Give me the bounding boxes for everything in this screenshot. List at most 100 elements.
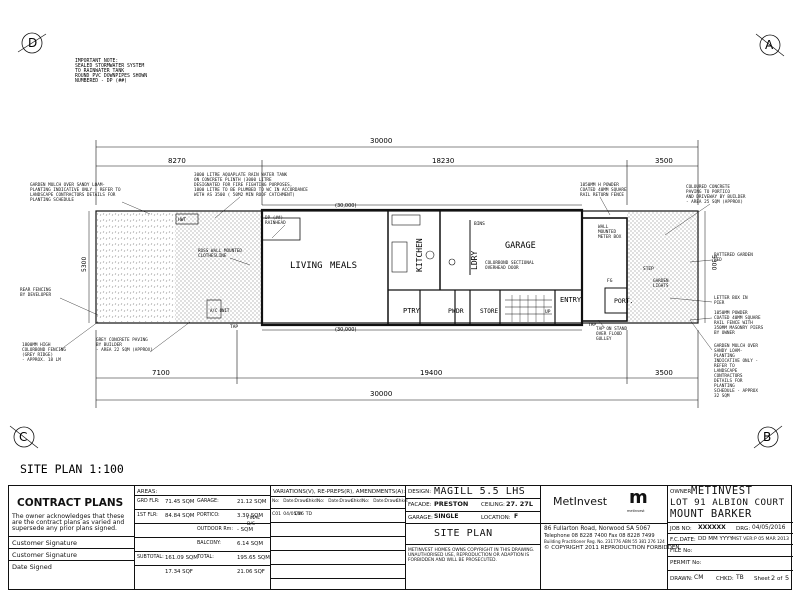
callout-garage-door: COLORBOND SECTIONAL OVERHEAD DOOR [485, 260, 535, 271]
fc-date-label: F.C.DATE: [670, 537, 696, 543]
svg-text:BY BUILDER: BY BUILDER [96, 342, 122, 348]
design-label: DESIGN: [408, 489, 432, 495]
svg-text:BY OWNER: BY OWNER [714, 330, 735, 336]
areas-label: AREAS: [137, 489, 158, 495]
room-garage: GARAGE [505, 241, 536, 251]
svg-text:SANDY LOAM-: SANDY LOAM- [714, 348, 742, 354]
svg-text:AND DRIVEWAY BY BUILDER: AND DRIVEWAY BY BUILDER [686, 194, 746, 200]
owner-label: OWNER: [670, 489, 693, 495]
callout-colorbond-fence: 1800MM HIGH COLORBOND FENCING (GREY RIDG… [22, 342, 66, 363]
svg-text:PIER: PIER [714, 300, 725, 306]
variation-header: Date: [328, 499, 340, 504]
room-bins: BINS [474, 221, 485, 227]
area-value: 71.45 SQM [165, 499, 195, 505]
svg-text:IMPORTANT NOTE:: IMPORTANT NOTE: [75, 58, 118, 64]
garage-label: GARAGE: [408, 515, 433, 521]
area-value: 161.09 SQM [165, 555, 198, 561]
variation-header: No: [317, 499, 325, 504]
svg-text:SEALED STORMWATER SYSTEM: SEALED STORMWATER SYSTEM [75, 63, 144, 69]
svg-text:- APPROX. 18 LM: - APPROX. 18 LM [22, 357, 61, 363]
contract-note-line: The owner acknowledges that these [12, 513, 125, 520]
owner-cell: OWNER: METINVEST LOT 91 ALBION COURT MOU… [668, 486, 793, 589]
suburb: MOUNT BARKER [670, 508, 752, 520]
area-value: 84.84 SQM [165, 513, 195, 519]
chkd-label: CHKD: [716, 576, 734, 582]
svg-text:ROUND PVC DOWNPIPES SHOWN: ROUND PVC DOWNPIPES SHOWN [75, 73, 147, 79]
variation-header: Chkd: [350, 499, 364, 504]
room-powder: PWDR [448, 307, 464, 315]
sheet-no: 2 [771, 574, 776, 582]
mst-ver-value: P 05 MAR 2013 [754, 537, 789, 542]
date-signed: Date Signed [12, 563, 52, 571]
company-copyright: © COPYRIGHT 2011 REPRODUCTION FORBIDDEN [544, 545, 680, 551]
variation-header: Drawn: [384, 499, 400, 504]
flr-label: D/S [247, 522, 255, 527]
area-value2: 6.14 SQM [237, 541, 264, 547]
lot-address: LOT 91 ALBION COURT [670, 497, 785, 508]
variation-header: Date: [373, 499, 385, 504]
ceiling-value: 27. 27L [506, 500, 533, 508]
svg-text:OVER FLOOD: OVER FLOOD [596, 331, 622, 337]
plan-title: SITE PLAN 1:100 [20, 462, 124, 476]
area-value2: - SQM [237, 527, 253, 533]
svg-text:BED: BED [714, 257, 722, 263]
svg-text:CLOTHESLINE: CLOTHESLINE [198, 253, 227, 259]
sheet-total: 5 [785, 574, 790, 582]
file-no-label: FILE No: [670, 548, 693, 554]
facade-label: FACADE: [408, 502, 432, 508]
room-kitchen: KITCHEN [415, 238, 424, 272]
callout-meter-box: WALL MOUNTED METER BOX [598, 224, 622, 240]
job-no-label: JOB NO: [670, 526, 692, 532]
job-no-value: XXXXXX [698, 524, 726, 531]
svg-text:GARDEN: GARDEN [653, 278, 669, 284]
svg-text:MOUNTED: MOUNTED [598, 229, 617, 235]
dim-inner-bottom: (30,000) [335, 327, 356, 333]
variation-header: No: [362, 499, 370, 504]
svg-text:COLOURED CONCRETE: COLOURED CONCRETE [686, 184, 730, 190]
house-outline [175, 204, 628, 331]
area-value: 17.34 SQF [165, 569, 193, 575]
contract-plans-cell: CONTRACT PLANS The owner acknowledges th… [9, 486, 135, 589]
svg-text:- AREA 25 SQM (APPROX): - AREA 25 SQM (APPROX) [686, 199, 743, 205]
dim-overall-bottom: 30000 [370, 390, 392, 398]
svg-text:RAIL FENCE WITH: RAIL FENCE WITH [714, 320, 753, 326]
location-label: LOCATION: [481, 515, 511, 521]
dim-bottom-left: 7100 [152, 369, 170, 377]
owner-name: METINVEST [691, 485, 753, 497]
svg-text:1000 LITRE TO BE PLUMBED TO WC: 1000 LITRE TO BE PLUMBED TO WC IN ACCORD… [194, 187, 308, 193]
design-cell: DESIGN: MAGILL 5.5 LHS FACADE: PRESTON C… [406, 486, 541, 589]
callout-rail-fence: 1050MM H POWDER COATED 40MM SQUARE RAIL … [580, 182, 627, 198]
flr-label: FINAL [247, 516, 260, 521]
contract-note-line: are the contract plans as varied and [12, 519, 125, 526]
drg-label: DRG: [736, 526, 751, 532]
callout-letter-box: LETTER BOX IN PIER [714, 295, 748, 306]
svg-text:INDICATIVE ONLY -: INDICATIVE ONLY - [714, 358, 758, 364]
compass-letter: D [28, 36, 37, 50]
svg-text:METER BOX: METER BOX [598, 234, 622, 240]
side-dimensions: 5300 5300 [81, 211, 717, 323]
dim-right-side: 5300 [710, 255, 717, 270]
drg-date: 04/05/2016 [752, 525, 786, 531]
variation-header: Drawn: [294, 499, 310, 504]
svg-text:DETAILS FOR: DETAILS FOR [714, 378, 743, 384]
variation-header: Chkd: [305, 499, 319, 504]
location-value: F [514, 513, 519, 520]
svg-text:RAINHEAD: RAINHEAD [265, 220, 286, 226]
company-phone: Telephone 08 8228 7400 Fax 08 8228 7499 [544, 533, 655, 539]
svg-text:- AREA 22 SQM (APPROX): - AREA 22 SQM (APPROX) [96, 347, 153, 353]
svg-text:ROSS WALL MOUNTED: ROSS WALL MOUNTED [198, 248, 242, 254]
room-meals: MEALS [330, 261, 357, 271]
svg-text:GARDEN MULCH OVER SANDY LOAM-: GARDEN MULCH OVER SANDY LOAM- [30, 182, 105, 188]
ceiling-label: CEILING: [481, 502, 505, 508]
dim-bottom-mid: 19400 [420, 369, 442, 377]
brand-subtext: metinvest [627, 509, 645, 513]
facade-value: PRESTON [434, 500, 469, 508]
svg-text:NUMBERED - DP (##): NUMBERED - DP (##) [75, 78, 127, 84]
area-value2: 21.12 SQM [237, 499, 267, 505]
bottom-dimensions: 7100 19400 3500 30000 [95, 330, 699, 408]
dim-overall-top: 30000 [370, 137, 392, 145]
area-value2: 3.30 SQM [237, 513, 264, 519]
svg-text:RAIL RETURN FENCE: RAIL RETURN FENCE [580, 192, 624, 198]
